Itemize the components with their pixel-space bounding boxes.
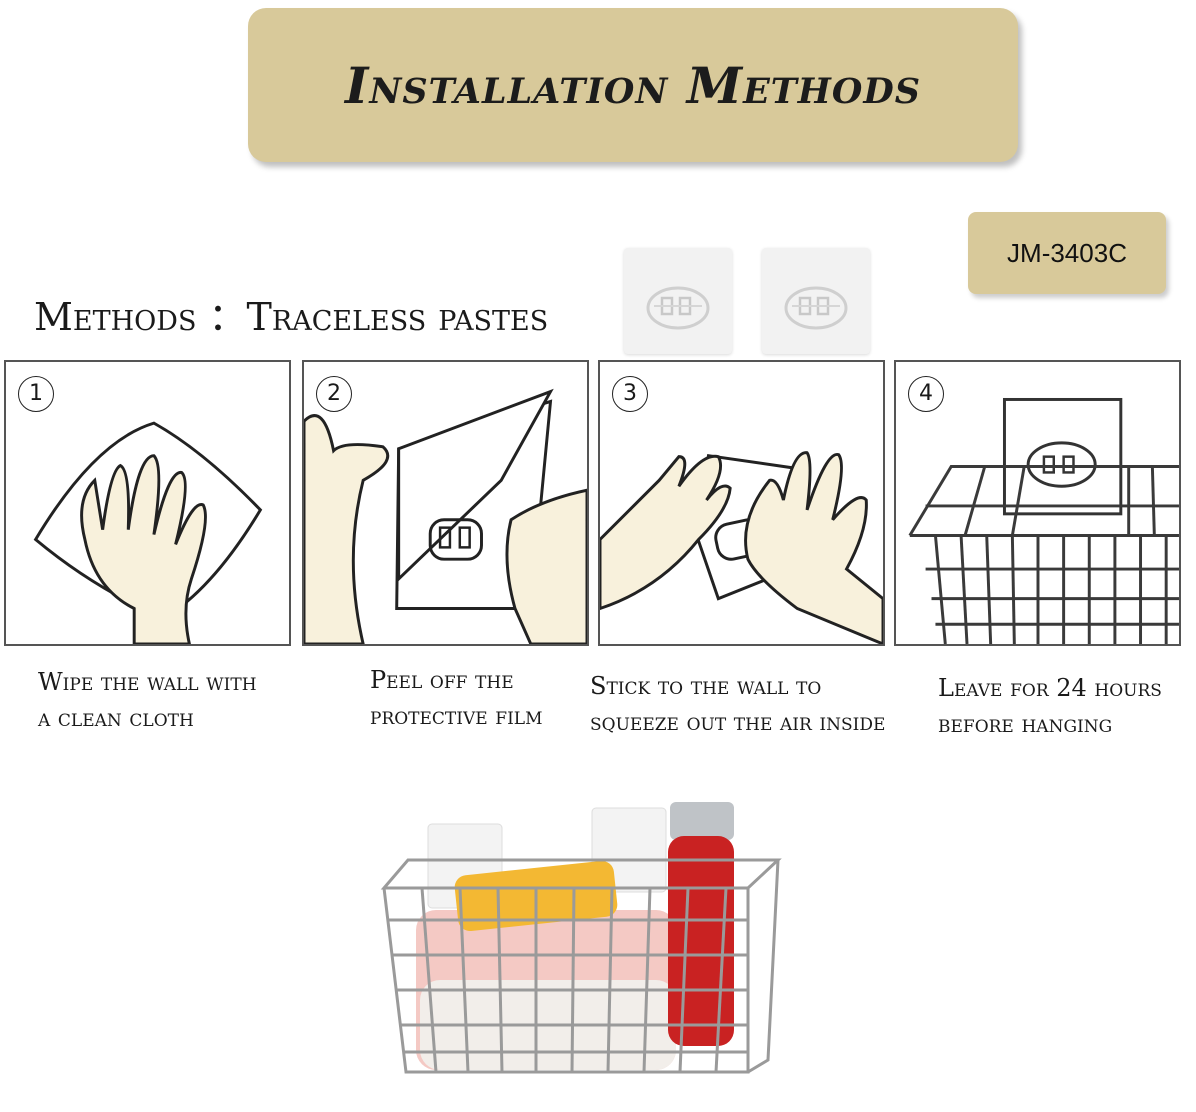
press-paste-illustration [600,451,883,644]
step-1-caption: Wipe the wall with a clean cloth [38,668,257,732]
step-number: 2 [316,376,352,412]
wire-basket-icon [908,397,1179,644]
step-2-caption: Peel off the protective film [370,666,543,730]
hook-paste-icon [624,248,732,354]
step-3-panel: 3 [598,360,885,646]
step-number: 3 [612,376,648,412]
hook-paste-icon [762,248,870,354]
wipe-cloth-illustration [33,421,263,644]
step-number: 4 [908,376,944,412]
title-banner: Installation Methods [248,8,1018,162]
step-3-caption: Stick to the wall to squeeze out the air… [590,672,886,736]
step-number: 1 [18,376,54,412]
step-1-panel: 1 [4,360,291,646]
product-photo [376,780,796,1100]
step-4-caption: Leave for 24 hours before hanging [938,674,1162,738]
model-badge: JM-3403C [968,212,1166,294]
method-title: Methods ：Traceless pastes [34,295,549,339]
page-title: Installation Methods [345,55,921,115]
peel-film-illustration [304,388,587,644]
step-4-panel: 4 [894,360,1181,646]
step-2-panel: 2 [302,360,589,646]
